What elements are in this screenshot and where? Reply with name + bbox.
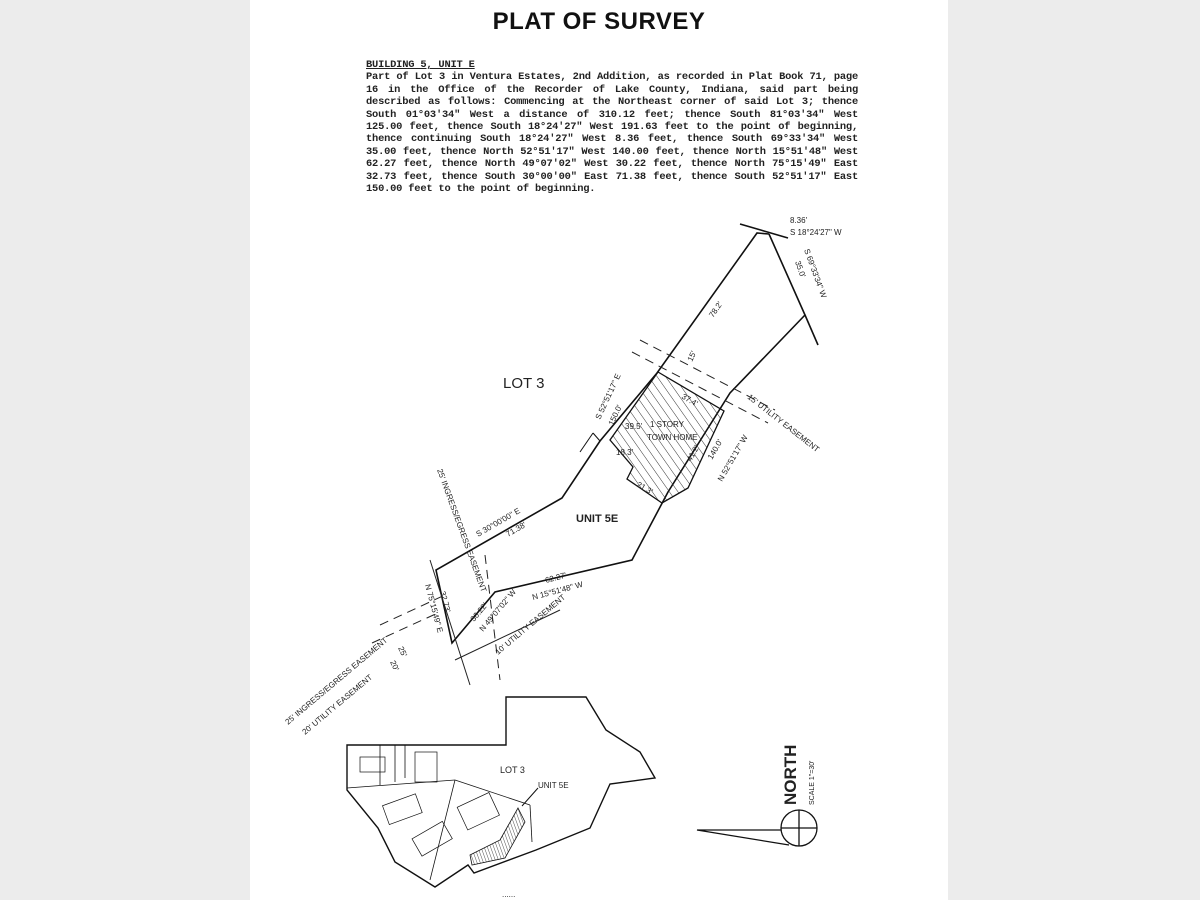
survey-page — [250, 0, 948, 900]
dim-78-2: 78.2' — [707, 300, 724, 320]
dim-15: 15' — [686, 349, 699, 363]
easement-lines — [371, 339, 776, 686]
key-map-unit-label: UNIT 5E — [538, 781, 569, 790]
dim-32-73: 32.73' — [438, 590, 452, 614]
key-map — [346, 696, 657, 888]
dim-8-36: 8.36' — [790, 216, 808, 225]
dim-20: 20' — [388, 659, 401, 673]
north-arrow-icon — [696, 809, 818, 847]
scale-label: SCALE 1"=30' — [809, 761, 816, 806]
key-map-unit-5e — [469, 807, 526, 866]
dim-62-27: 62.27' — [544, 571, 568, 585]
legal-description: BUILDING 5, UNIT E Part of Lot 3 in Vent… — [366, 59, 858, 195]
unit-label: UNIT 5E — [576, 513, 618, 525]
bearing-8-36: S 18°24'27" W — [790, 228, 842, 237]
legal-text: Part of Lot 3 in Ventura Estates, 2nd Ad… — [366, 71, 858, 196]
legal-heading: BUILDING 5, UNIT E — [366, 59, 475, 71]
page-title: PLAT OF SURVEY — [492, 8, 706, 35]
key-map-lot-label: LOT 3 — [500, 765, 525, 775]
utility-easement-15: 15' UTILITY EASEMENT — [746, 392, 821, 454]
dim-71-38: 71.38' — [505, 520, 529, 539]
north-label: NORTH — [781, 745, 800, 805]
dim-25: 25' — [396, 645, 409, 659]
ingress-easement-25-lower: 25' INGRESS/EGRESS EASEMENT — [284, 636, 390, 727]
dim-18-3: 18.3' — [616, 448, 634, 457]
footer-mark: ...... — [502, 890, 515, 899]
building-label-1: 1 STORY — [650, 420, 685, 429]
dim-35: 35.0' — [793, 260, 807, 280]
building-label-2: TOWN HOME — [647, 433, 698, 442]
dim-39-5: 39.5' — [625, 422, 643, 431]
town-home-building — [609, 371, 725, 504]
lot-label: LOT 3 — [503, 375, 544, 392]
